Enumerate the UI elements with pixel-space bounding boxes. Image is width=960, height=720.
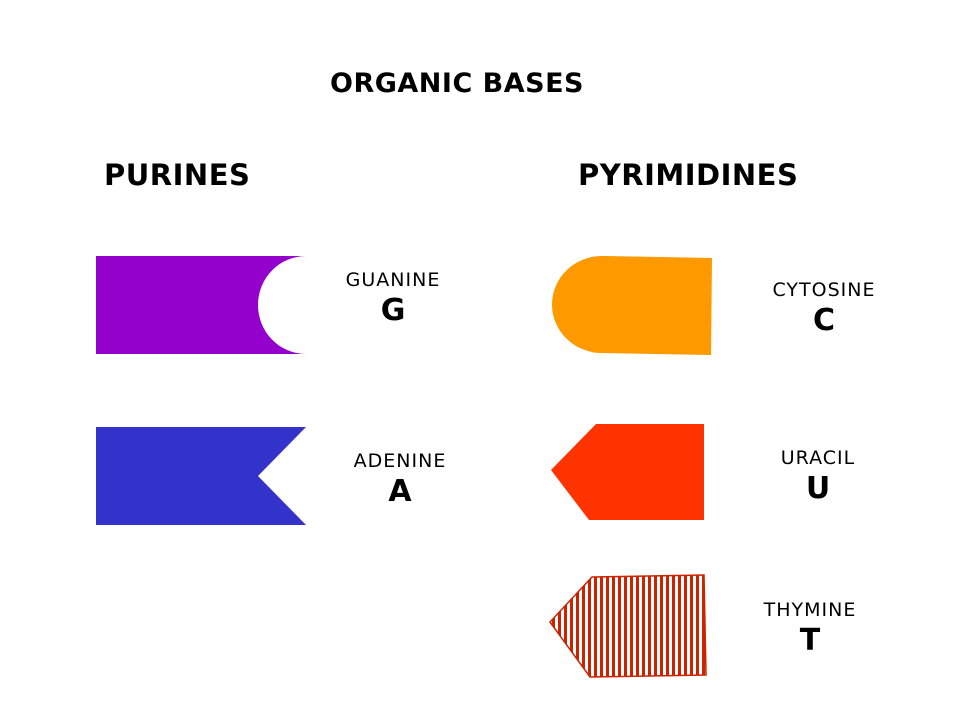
guanine-label: GUANINE G — [313, 268, 473, 330]
guanine-name: GUANINE — [345, 269, 441, 291]
uracil-name: URACIL — [780, 447, 856, 469]
uracil-letter: U — [805, 471, 831, 506]
diagram-title: ORGANIC BASES — [330, 68, 584, 99]
pyrimidines-heading: PYRIMIDINES — [578, 158, 799, 192]
cytosine-shape — [552, 256, 712, 355]
uracil-label: URACIL U — [738, 446, 898, 508]
adenine-name: ADENINE — [353, 450, 447, 472]
cytosine-letter: C — [812, 303, 836, 338]
thymine-label: THYMINE T — [730, 598, 890, 660]
uracil-shape — [551, 424, 704, 520]
adenine-shape — [96, 427, 306, 525]
guanine-letter: G — [380, 293, 406, 328]
adenine-letter: A — [388, 474, 412, 509]
guanine-shape — [96, 256, 306, 354]
thymine-shape — [549, 574, 707, 678]
cytosine-name: CYTOSINE — [772, 279, 876, 301]
cytosine-label: CYTOSINE C — [744, 278, 904, 340]
adenine-label: ADENINE A — [320, 449, 480, 511]
purines-heading: PURINES — [104, 158, 251, 192]
thymine-name: THYMINE — [763, 599, 857, 621]
thymine-letter: T — [799, 623, 821, 658]
